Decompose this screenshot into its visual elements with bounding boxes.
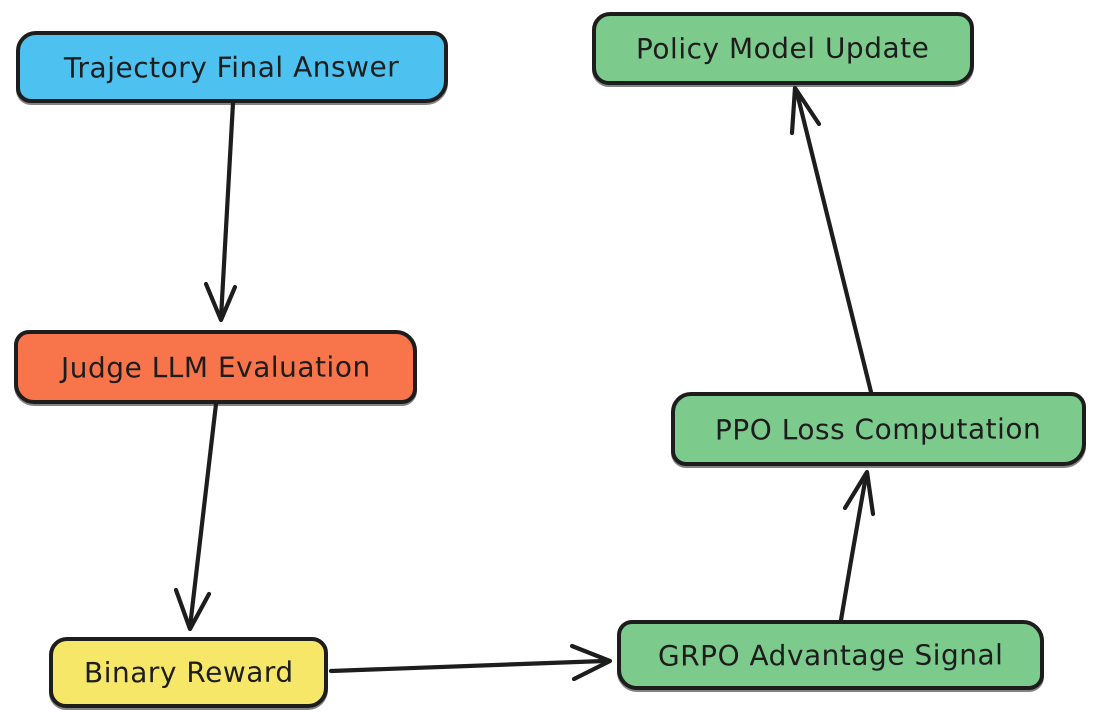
node-label-judge-llm-evaluation: Judge LLM Evaluation bbox=[60, 349, 371, 385]
arrow-trajectory-to-judge bbox=[203, 100, 238, 323]
node-label-policy-model-update: Policy Model Update bbox=[636, 31, 930, 66]
node-binary-reward: Binary Reward bbox=[49, 637, 328, 708]
arrow-grpo-to-ppo bbox=[838, 469, 876, 623]
arrow-ppo-to-policy bbox=[789, 85, 874, 395]
node-label-ppo-loss-computation: PPO Loss Computation bbox=[715, 411, 1042, 447]
arrow-binary-to-grpo bbox=[328, 643, 613, 682]
node-policy-model-update: Policy Model Update bbox=[592, 12, 974, 85]
node-label-binary-reward: Binary Reward bbox=[83, 655, 294, 690]
node-grpo-advantage-signal: GRPO Advantage Signal bbox=[617, 620, 1044, 690]
node-judge-llm-evaluation: Judge LLM Evaluation bbox=[14, 330, 417, 404]
arrow-judge-to-binary bbox=[173, 401, 219, 632]
node-ppo-loss-computation: PPO Loss Computation bbox=[671, 392, 1086, 466]
node-label-trajectory-final-answer: Trajectory Final Answer bbox=[64, 49, 400, 85]
node-label-grpo-advantage-signal: GRPO Advantage Signal bbox=[657, 637, 1004, 673]
node-trajectory-final-answer: Trajectory Final Answer bbox=[16, 31, 448, 103]
